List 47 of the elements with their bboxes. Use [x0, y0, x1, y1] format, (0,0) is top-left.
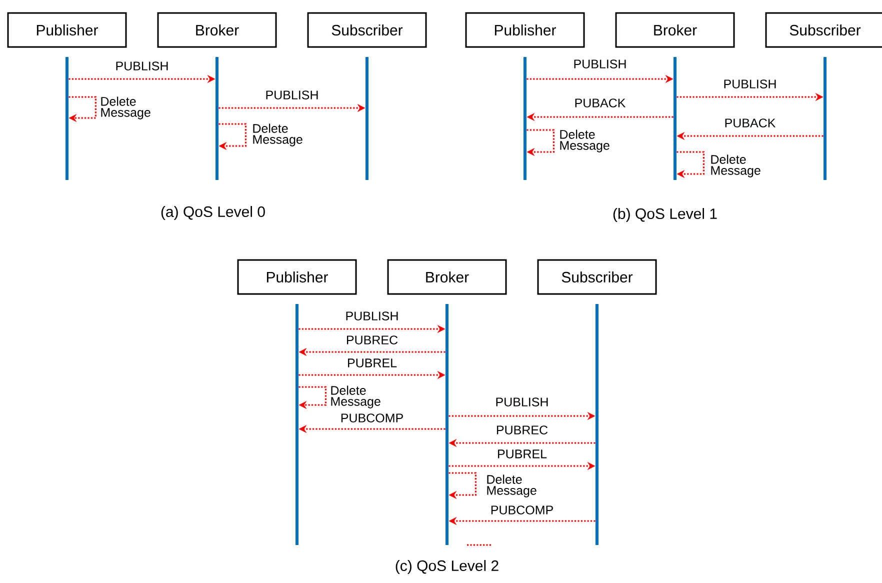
edge-label: PUBACK — [725, 118, 776, 128]
participant-box: Publisher — [237, 259, 357, 295]
edge-label: Delete Message — [711, 154, 760, 178]
edge-label: PUBREC — [496, 426, 548, 434]
edge-label: PUBACK — [575, 98, 626, 108]
self-arrow — [298, 386, 326, 410]
participant-box: Broker — [157, 12, 277, 48]
lifeline — [66, 57, 68, 180]
participant-box: Subscriber — [765, 12, 882, 48]
edge-label: Delete Message — [331, 386, 380, 408]
lifeline — [824, 57, 827, 180]
edge-label: PUBLISH — [116, 62, 168, 70]
self-arrow — [676, 151, 704, 178]
caption: (b) QoS Level 1 — [613, 208, 717, 222]
lifeline — [674, 57, 676, 180]
self-arrow — [68, 96, 96, 122]
lifeline — [596, 304, 598, 545]
participant-box: Broker — [615, 12, 735, 48]
lifeline — [296, 304, 298, 545]
caption: (c) QoS Level 2 — [396, 560, 498, 574]
self-arrow — [448, 472, 476, 500]
caption: (a) QoS Level 0 — [161, 206, 265, 220]
lifeline — [366, 57, 368, 180]
edge-label: PUBLISH — [574, 60, 626, 68]
edge-label: PUBLISH — [266, 90, 318, 100]
self-arrow — [218, 123, 246, 150]
participant-box: Subscriber — [537, 259, 657, 295]
participant-box: Broker — [387, 259, 507, 295]
participant-box: Publisher — [7, 12, 127, 48]
edge-label: PUBLISH — [496, 398, 548, 406]
edge-label: PUBLISH — [724, 80, 776, 88]
edge-label: PUBCOMP — [491, 506, 553, 514]
edge-label: PUBREC — [346, 336, 398, 344]
lifeline — [524, 57, 526, 180]
edge-label: Delete Message — [560, 130, 610, 152]
edge-label: PUBREL — [348, 358, 397, 368]
edge-label: Delete Message — [253, 124, 302, 146]
lifeline — [446, 304, 448, 545]
self-arrow — [526, 129, 554, 156]
edge-label: Delete Message — [487, 474, 536, 498]
edge-label: PUBLISH — [346, 312, 398, 320]
lifeline — [216, 57, 218, 180]
edge-label: Delete Message — [101, 96, 150, 120]
edge-label: PUBREL — [498, 450, 547, 458]
participant-box: Publisher — [465, 12, 585, 48]
edge-label: PUBCOMP — [341, 414, 403, 422]
participant-box: Subscriber — [307, 12, 427, 48]
